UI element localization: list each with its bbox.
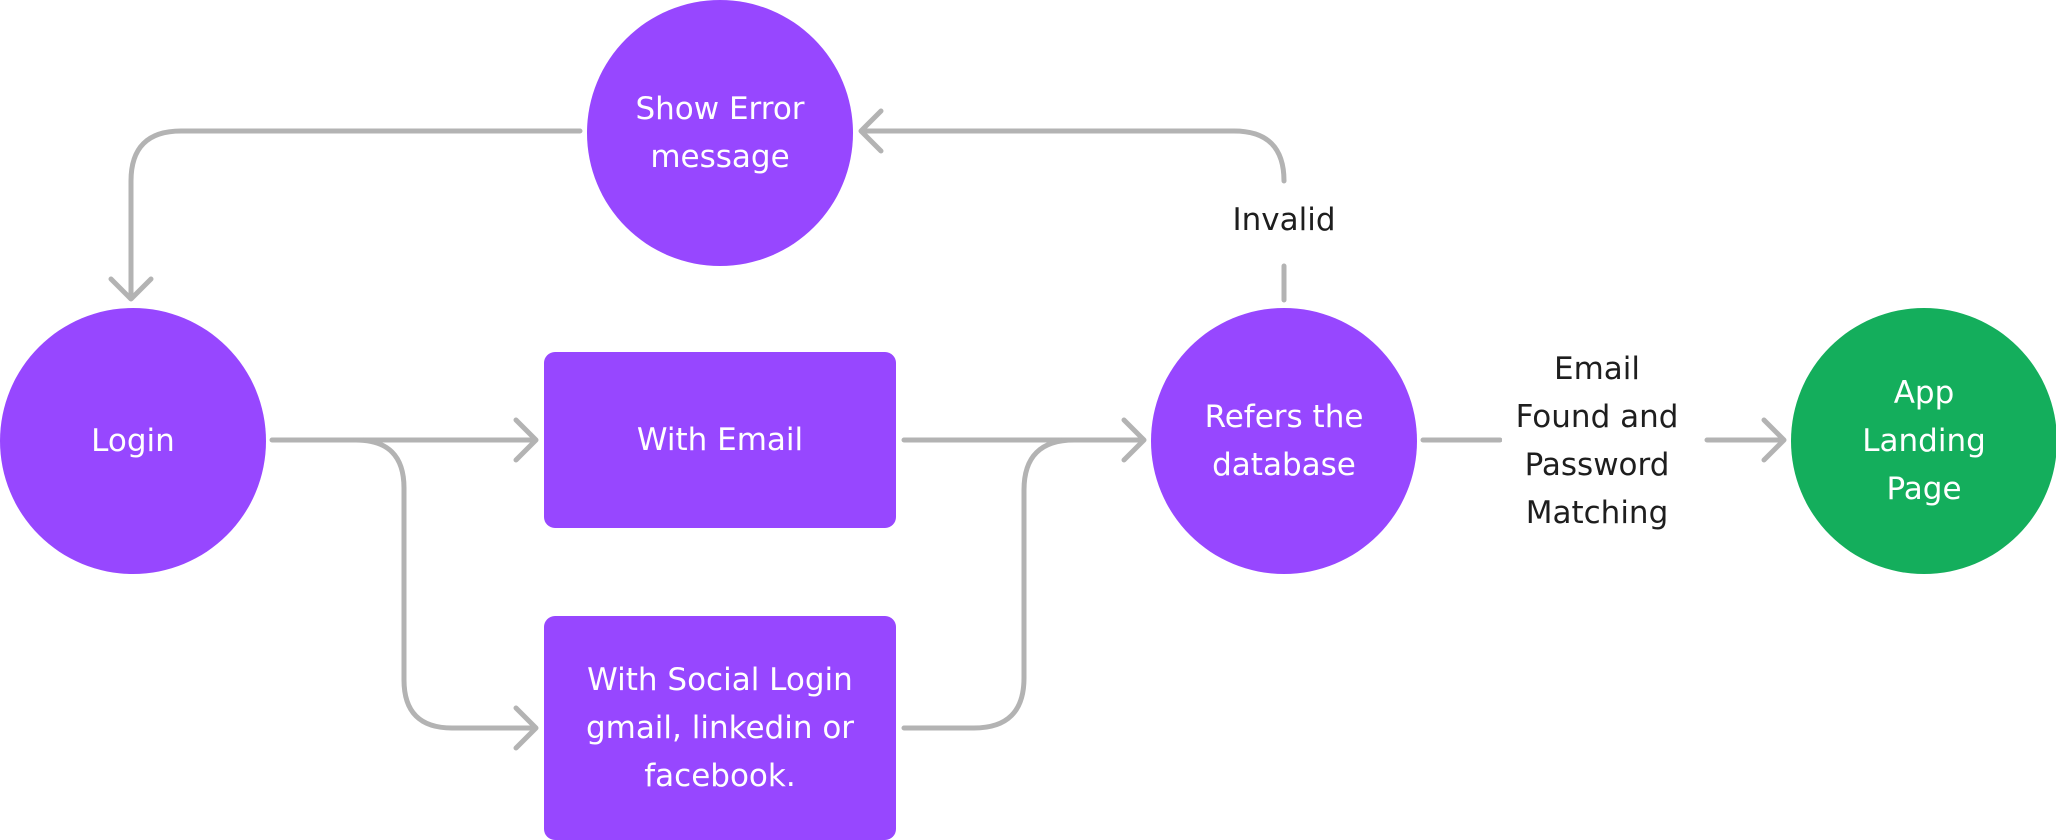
node-label-line: database [1212, 447, 1356, 483]
node-label-line: Refers the [1204, 399, 1364, 435]
arrowhead-into-db [1121, 417, 1147, 463]
connector-social-to-db [901, 437, 1143, 731]
edge-label-line: Invalid [1232, 202, 1336, 238]
edge-label-line: Password [1524, 447, 1670, 483]
node-label-line: Login [91, 423, 175, 459]
arrowhead-into-app [1761, 417, 1787, 463]
refers-database-node[interactable]: Refers the database [1151, 308, 1417, 574]
node-label-line: Landing [1862, 423, 1986, 459]
edge-label-invalid: Invalid [1222, 196, 1346, 244]
arrowhead-into-social [513, 705, 539, 751]
edge-label-line: Email [1553, 351, 1640, 387]
login-node[interactable]: Login [0, 308, 266, 574]
edge-label-email-found: Email Found and Password Matching [1502, 345, 1692, 537]
edge-label-line: Found and [1515, 399, 1679, 435]
node-label-line: With Email [636, 422, 804, 458]
app-landing-page-node[interactable]: App Landing Page [1791, 308, 2056, 574]
node-label-line: Page [1886, 471, 1962, 507]
connector-db-to-error-upper [861, 128, 1287, 184]
connector-error-to-login [128, 128, 583, 299]
arrowhead-into-email [513, 417, 539, 463]
node-label-line: Show Error [635, 91, 805, 127]
with-email-node[interactable]: With Email [544, 352, 896, 528]
edge-label-line: Matching [1525, 495, 1669, 531]
node-label-line: With Social Login [587, 662, 853, 698]
node-label-line: message [650, 139, 790, 175]
show-error-message-node[interactable]: Show Error message [587, 0, 853, 266]
with-social-login-node[interactable]: With Social Login gmail, linkedin or fac… [544, 616, 896, 840]
connector-login-to-social [353, 437, 535, 731]
arrowhead-into-login [108, 276, 154, 302]
node-label-line: App [1893, 375, 1955, 411]
node-label-line: facebook. [644, 758, 796, 794]
arrowhead-into-error [858, 108, 884, 154]
node-label-line: gmail, linkedin or [585, 710, 855, 746]
